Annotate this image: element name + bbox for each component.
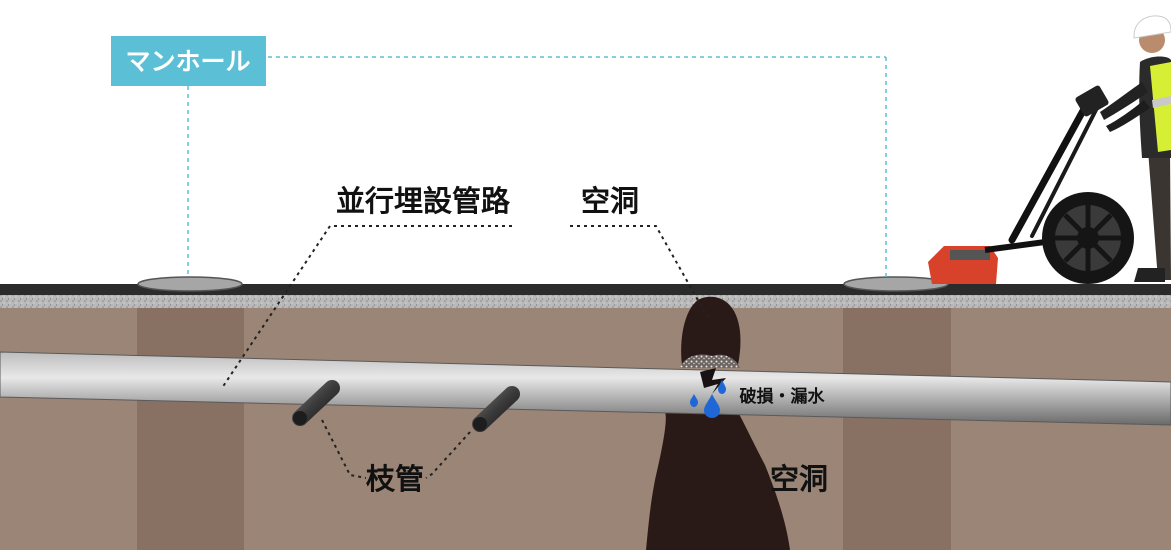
cavity-foam [680,354,740,368]
parallel-pipe-label: 並行埋設管路 [336,184,511,218]
cavity-label-top: 空洞 [581,184,639,218]
branch-pipe-right [472,386,520,432]
damage-leak-label: 破損・漏水 [740,386,826,407]
cavity-lower [646,412,790,550]
manhole-guide-lines [187,56,887,278]
branch-pipe-left [292,380,340,426]
cavity-upper [681,296,741,365]
manhole-label: マンホール [125,47,250,76]
gravel-layer [0,294,1171,308]
manhole-shaft-right [843,306,951,550]
worker-icon [1100,15,1171,282]
pipe-break [700,368,726,394]
main-pipe [0,351,1171,426]
ground-penetrating-radar-icon [928,85,1134,284]
branch-pipe-label: 枝管 [366,462,424,496]
cavity-label-bottom: 空洞 [770,462,828,496]
leader-lines [221,225,709,479]
water-drop-icon [690,380,726,418]
manhole-cover-left [137,276,243,292]
manhole-shaft-left [137,306,244,550]
manhole-tag [111,36,266,86]
asphalt-layer [0,284,1171,295]
